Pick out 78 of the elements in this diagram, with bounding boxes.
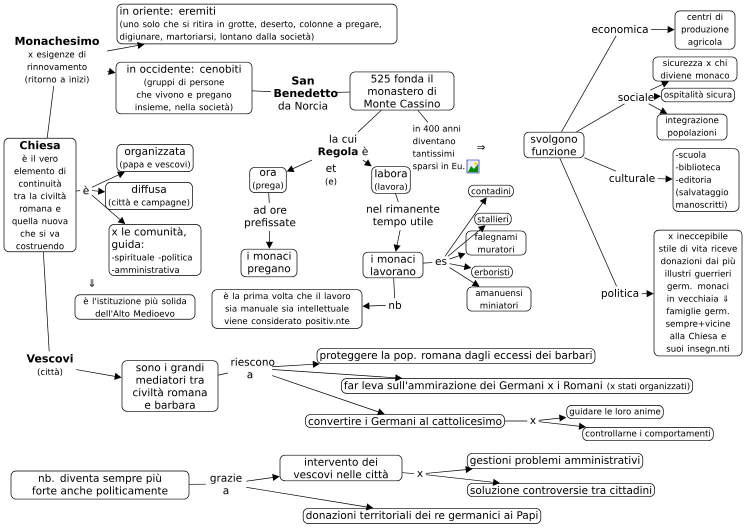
concept-label: Vescovi (città) bbox=[26, 354, 73, 376]
connector-line bbox=[418, 110, 428, 123]
concept-box: -scuola -biblioteca -editoria (salvataggio manoscritti) bbox=[672, 148, 740, 212]
linking-phrase: economica bbox=[592, 24, 648, 34]
concept-box: è la prima volta che il lavoro sia manuale sia intellettuale viene considerato positiv.nte bbox=[212, 289, 362, 329]
connector-line bbox=[76, 190, 80, 192]
connector-line bbox=[252, 90, 272, 92]
connector-line bbox=[189, 484, 206, 485]
concept-label: San Benedetto da Norcia bbox=[274, 76, 338, 110]
connector-line bbox=[395, 193, 399, 202]
concept-box: in oriente: eremiti (uno solo che si ritira in grotte, deserto, colonne a pregare, digiunare, martoriarsi, lontano dalla società) bbox=[116, 4, 398, 44]
concept-box: guidare le loro anime bbox=[566, 405, 664, 420]
linking-phrase: è bbox=[83, 186, 89, 194]
connector-line bbox=[423, 262, 433, 264]
concept-box: centri di produzione agricola bbox=[674, 10, 736, 50]
concept-box: gestioni problemi amministrativi bbox=[466, 453, 644, 469]
concept-box: x ineccepibile stile di vita riceve donazioni dai più illustri guerrieri germ. monaci in vecchiaia ⇓ famiglie germ. sempre+vicine alla Chiesa e suoi insegn.nti bbox=[654, 230, 742, 356]
connector-line bbox=[268, 192, 270, 204]
linking-phrase: la cui Regola è bbox=[318, 134, 368, 158]
connector-line bbox=[43, 252, 50, 352]
concept-box: Chiesa è il vero elemento di continuità tra la civiltà romana e quella nuova che si va costruendo bbox=[4, 138, 76, 252]
concept-box: diffusa (città e campagne) bbox=[105, 182, 193, 210]
concept-box: soluzione controversie tra cittadini bbox=[467, 483, 655, 497]
connector-line bbox=[46, 86, 54, 138]
concept-box: falegnami muratori bbox=[466, 230, 526, 256]
concept-box: sicurezza x chi diviene monaco bbox=[652, 56, 738, 82]
concept-box: x le comunità, guida: -spirituale -politica -amministrativa bbox=[108, 224, 202, 276]
concept-box: svolgono funzione bbox=[524, 132, 584, 158]
linking-phrase: et (e) bbox=[326, 164, 336, 186]
connector-line bbox=[584, 157, 616, 172]
linking-phrase: ad ore prefissate bbox=[245, 206, 296, 228]
concept-box: 525 fonda il monastero di Monte Cassino bbox=[350, 72, 454, 110]
arrow bbox=[286, 160, 312, 172]
linking-phrase: nel rimanente tempo utile bbox=[367, 204, 440, 228]
linking-phrase: nb bbox=[389, 300, 402, 310]
concept-box: amanuensi miniatori bbox=[466, 286, 532, 312]
linking-phrase: x bbox=[417, 471, 423, 477]
concept-box: intervento dei vescovi nelle città bbox=[280, 454, 402, 482]
concept-box: proteggere la pop. romana dagli eccessi dei barbari bbox=[316, 348, 596, 364]
concept-box: stallieri bbox=[474, 212, 512, 226]
connector-line bbox=[402, 472, 415, 474]
concept-box: i monaci pregano bbox=[240, 248, 298, 278]
connector-line bbox=[504, 420, 528, 422]
arrow bbox=[538, 421, 586, 430]
concept-box: è l'istituzione più solida dell'Alto Medioevo bbox=[74, 294, 196, 320]
connector-line bbox=[576, 103, 625, 132]
arrow bbox=[444, 197, 487, 257]
concept-box: sono i grandi mediatori tra civiltà romana e barbara bbox=[122, 360, 218, 412]
concept-box: labora (lavora) bbox=[371, 166, 411, 194]
connector-line bbox=[358, 110, 382, 132]
concept-box: ospitalità sicura bbox=[661, 88, 735, 102]
concept-box: nb. diventa sempre più forte anche politicamente bbox=[10, 470, 190, 500]
linking-phrase: es bbox=[436, 259, 446, 266]
concept-box: in occidente: cenobiti (gruppi di persone che vivono e pregano insieme, nella società) bbox=[116, 62, 252, 114]
concept-label: Monachesimo x esigenze di rinnovamento (ritorno a inizi) bbox=[16, 36, 99, 84]
linking-phrase: riescono a bbox=[231, 358, 274, 378]
linking-phrase: x bbox=[530, 418, 536, 424]
concept-box: far leva sull'ammirazione dei Germani x i Romani (x stati organizzati) bbox=[341, 378, 693, 394]
linking-phrase: grazie a bbox=[210, 474, 242, 494]
connector-line bbox=[559, 158, 617, 287]
concept-box: contadini bbox=[468, 184, 514, 198]
connector-line bbox=[561, 35, 617, 132]
concept-box: convertire i Germani al cattolicesimo bbox=[305, 414, 505, 428]
concept-box: controllarne i comportamenti bbox=[582, 427, 714, 442]
connector-line bbox=[334, 92, 350, 93]
concept-box: integrazione popolazioni bbox=[656, 114, 728, 140]
concept-box: erboristi bbox=[471, 266, 513, 278]
concept-box: ora (prega) bbox=[249, 167, 287, 193]
concept-box: i monaci lavorano bbox=[362, 252, 424, 278]
linking-phrase: in 400 anni diventano tantissimi sparsi in Eu. ⇒ bbox=[412, 125, 485, 171]
linking-phrase: sociale bbox=[618, 92, 654, 102]
concept-box: organizzata (papa e vescovi) bbox=[116, 144, 194, 172]
linking-phrase: ⇓ bbox=[90, 279, 94, 287]
concept-box: donazioni territoriali dei re germanici ai Papi bbox=[302, 508, 542, 524]
connector-line bbox=[393, 278, 396, 299]
linking-phrase: politica bbox=[602, 288, 638, 300]
linking-phrase: culturale bbox=[609, 174, 655, 182]
connector-line bbox=[218, 372, 228, 376]
